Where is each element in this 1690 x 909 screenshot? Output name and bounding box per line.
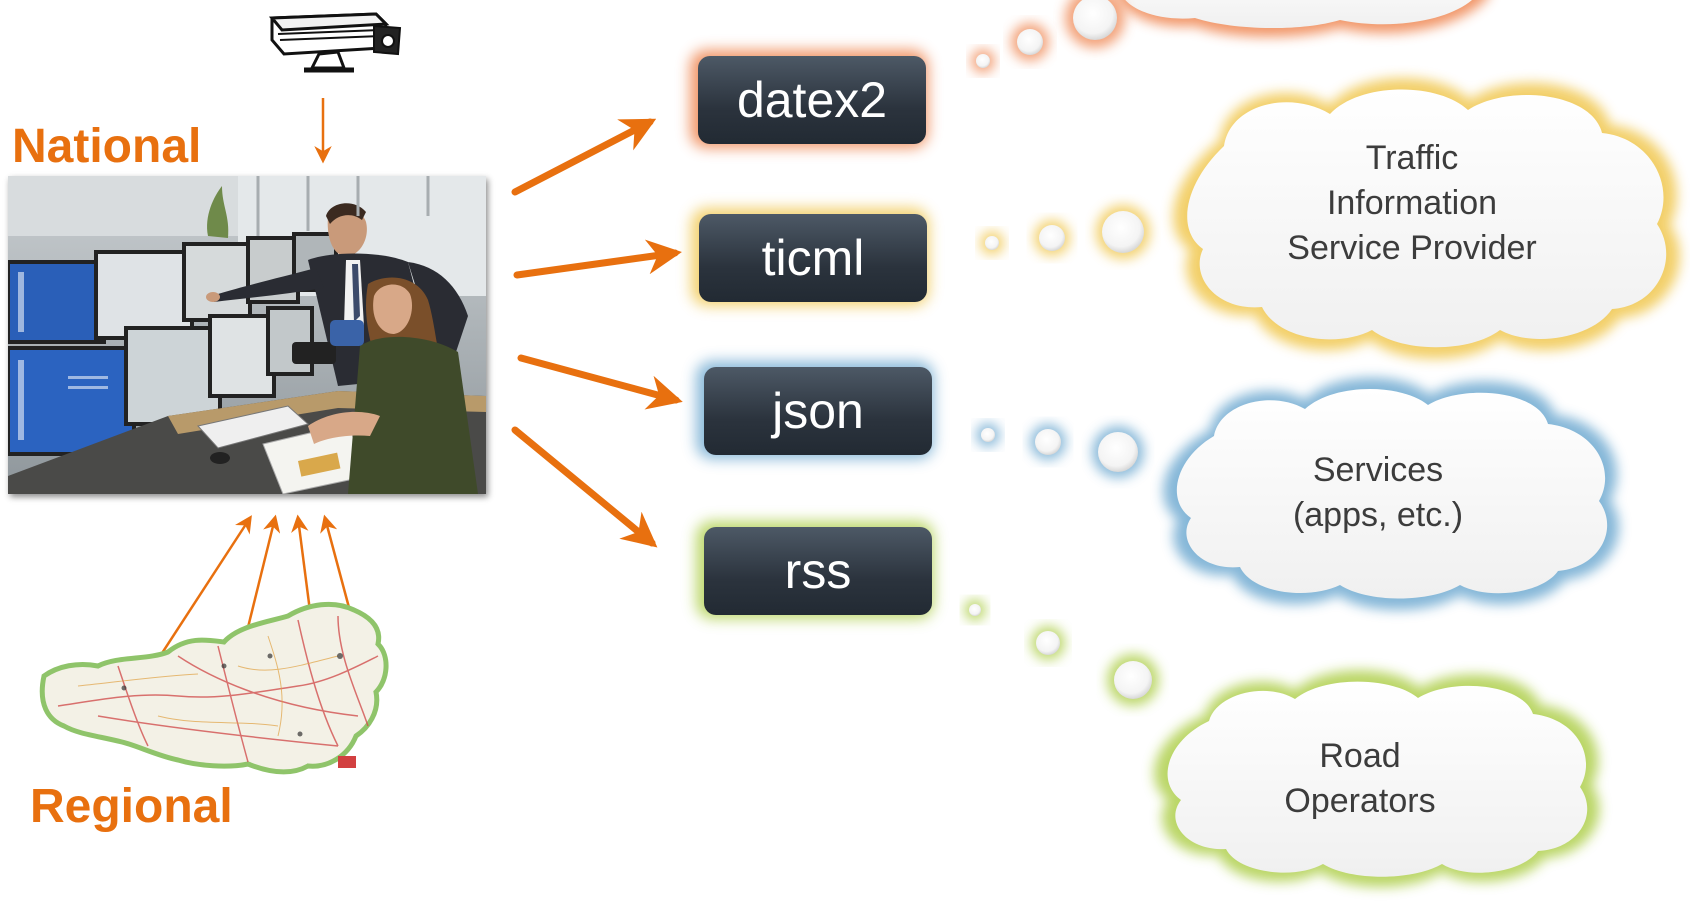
operators-line: Operators: [1284, 782, 1436, 820]
provider-line: Information: [1326, 184, 1498, 222]
surveillance-camera-icon: [268, 12, 402, 73]
operators-cloud-text: Road Operators: [1210, 734, 1510, 824]
format-label-rss: rss: [784, 543, 852, 599]
operators-bubbles: [964, 599, 1159, 706]
provider-line: Service Provider: [1287, 229, 1537, 267]
top-cloud: [1119, 0, 1486, 37]
regional-label: Regional: [30, 780, 233, 833]
services-line: Services: [1312, 451, 1444, 489]
format-box-json: json: [704, 367, 932, 455]
provider-cloud: [1173, 78, 1680, 359]
services-line: (apps, etc.): [1292, 496, 1464, 534]
services-bubbles: [976, 423, 1144, 478]
arrow-to-datex2: [511, 118, 657, 196]
traffic-control-room-photo: [8, 176, 486, 494]
operators-line: Road: [1319, 737, 1401, 775]
arrow-to-ticml: [513, 239, 682, 279]
provider-line: Traffic: [1365, 139, 1459, 177]
format-box-ticml: ticml: [699, 214, 927, 302]
format-label-ticml: ticml: [761, 230, 865, 286]
format-label-datex2: datex2: [736, 72, 888, 128]
top-bubbles: [971, 0, 1125, 73]
format-box-rss: rss: [704, 527, 932, 615]
austria-road-map: [39, 601, 389, 775]
arrow-to-json: [517, 354, 683, 410]
operators-cloud: [1154, 670, 1600, 887]
provider-cloud-text: Traffic Information Service Provider: [1262, 136, 1562, 271]
format-box-datex2: datex2: [698, 56, 926, 144]
services-cloud: [1163, 377, 1619, 610]
arrow-to-rss: [511, 426, 658, 548]
national-label: National: [12, 120, 202, 173]
provider-bubbles: [980, 205, 1150, 259]
format-arrows: [511, 118, 683, 548]
services-cloud-text: Services (apps, etc.): [1228, 448, 1528, 538]
format-label-json: json: [772, 383, 864, 439]
